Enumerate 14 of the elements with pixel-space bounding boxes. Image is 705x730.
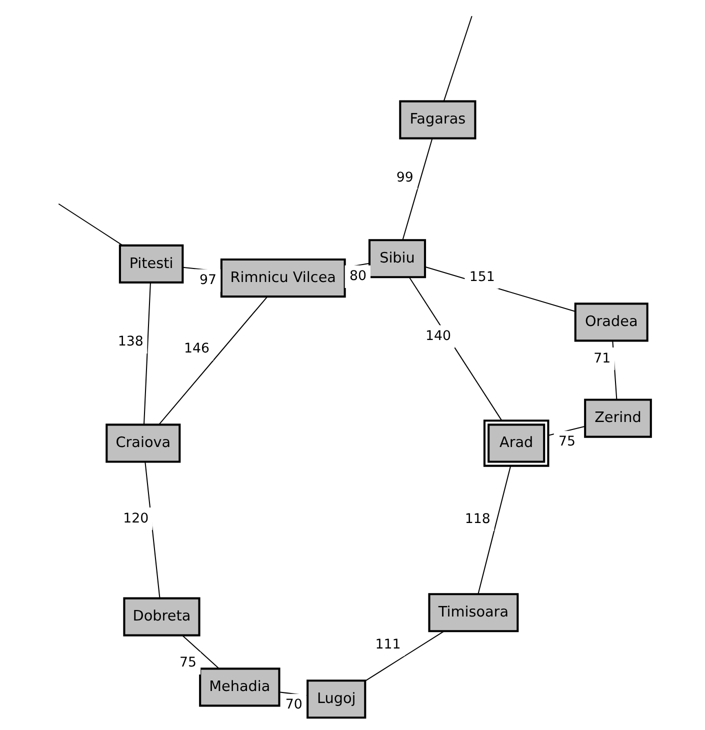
edge-label: 151 [468,270,494,285]
edge-label: 97 [199,273,216,288]
edge-label: 99 [396,170,413,186]
edge-label: 71 [593,351,610,366]
edge-label: 140 [425,329,451,344]
edge-label: 70 [284,698,302,713]
edge-label: 75 [558,434,575,450]
edge-label: 120 [122,511,148,526]
edge-label: 111 [374,637,400,652]
edge-label: 146 [183,342,209,357]
edge-label: 80 [348,269,366,284]
edge-label: 75 [179,656,196,671]
edge-label: 138 [117,334,143,350]
edge-label: 118 [464,512,490,528]
